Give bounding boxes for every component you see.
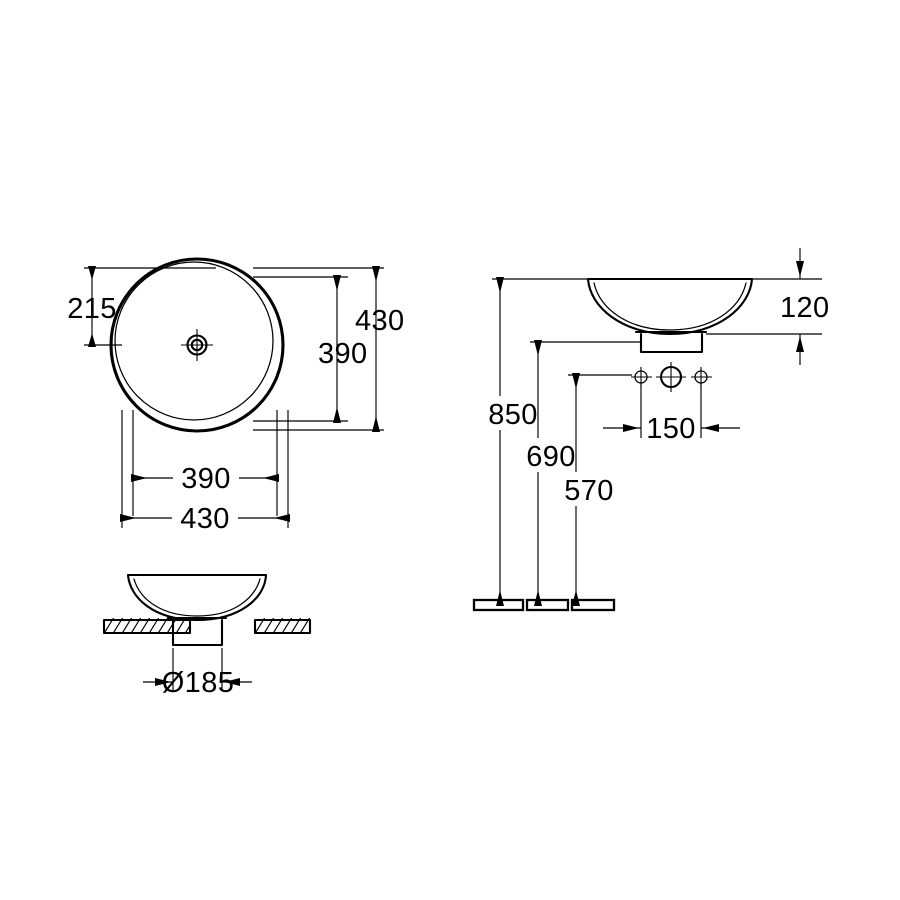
floor-bar-center <box>525 598 570 612</box>
tap-hole-center-circle <box>659 365 683 389</box>
dimension-850-group: 850 <box>478 277 596 606</box>
dimension-690-text-bg <box>516 438 586 472</box>
elevation-view-group: 120 850 <box>472 248 830 612</box>
plan-drain-symbol <box>181 329 213 361</box>
arrow-150-right <box>703 424 719 432</box>
arrow-430v-up <box>372 266 380 282</box>
dimension-850-label: 850 <box>488 399 538 431</box>
dimension-215-label: 215 <box>67 293 117 325</box>
arrow-690-down <box>534 590 542 606</box>
arrow-570-down <box>572 590 580 606</box>
elevation-bowl-outline <box>586 277 754 336</box>
arrow-390h-right <box>263 474 279 482</box>
plan-view-group: 215 430 390 <box>67 257 405 535</box>
dimension-430-horizontal-label: 430 <box>180 503 230 535</box>
arrow-850-down <box>496 590 504 606</box>
section-drain-boss-outline <box>171 618 224 647</box>
section-bowl-inner-line <box>133 578 261 617</box>
dimension-850-text-bg <box>478 396 548 430</box>
elevation-drain-boss-outline <box>639 332 704 354</box>
arrow-215-up <box>88 266 96 280</box>
dimension-690-label: 690 <box>526 441 576 473</box>
dimension-120-group: 120 <box>706 248 830 365</box>
dimension-430-horizontal-group: 430 <box>120 410 290 535</box>
arrow-690-up <box>534 340 542 356</box>
dimension-430h-text-bg <box>172 500 238 534</box>
dimension-570-label: 570 <box>564 475 614 507</box>
dimension-diameter-185-label: Ø185 <box>162 667 235 699</box>
arrow-215-down <box>88 333 96 347</box>
arrow-390v-down <box>333 407 341 423</box>
elevation-bowl-inner-line <box>593 282 747 331</box>
arrow-185-left <box>155 678 171 686</box>
arrow-150-left <box>623 424 639 432</box>
arrow-120-down <box>796 261 804 277</box>
dimension-390-vertical-label: 390 <box>318 338 368 370</box>
dimension-430-vertical-group: 430 <box>253 266 405 432</box>
dimension-390-vertical-group: 390 <box>253 275 368 423</box>
countertop-left-slab <box>102 618 192 635</box>
elevation-drain-boss <box>639 332 704 354</box>
arrow-430v-down <box>372 416 380 432</box>
arrow-390v-up <box>333 275 341 291</box>
arrow-430h-right <box>274 514 290 522</box>
dimension-690-group: 690 <box>516 340 641 606</box>
drain-outer-circle <box>186 334 208 356</box>
dimension-430-vertical-label: 430 <box>355 305 405 337</box>
countertop-right-hatch <box>255 618 310 634</box>
dimension-570-text-bg <box>554 472 624 506</box>
dimension-diameter-185-group: Ø185 <box>143 648 252 699</box>
arrow-850-up <box>496 277 504 293</box>
dimension-215-group: 215 <box>67 266 216 347</box>
dimension-150-group: 150 <box>603 383 740 445</box>
dimension-390h-text-bg <box>173 460 239 494</box>
floor-bar-right <box>570 598 616 612</box>
drain-inner-circle <box>190 338 204 352</box>
dimension-150-label: 150 <box>646 413 696 445</box>
section-bowl-outline <box>126 573 268 622</box>
arrow-120-up <box>796 336 804 352</box>
dimension-390-horizontal-label: 390 <box>181 463 231 495</box>
elevation-floor-bars <box>472 598 616 612</box>
arrow-390h-left <box>131 474 147 482</box>
elevation-tap-holes <box>631 362 712 392</box>
arrow-185-right <box>224 678 240 686</box>
countertop-right <box>253 618 312 635</box>
section-view-group: Ø185 <box>102 573 312 699</box>
arrow-570-up <box>572 373 580 389</box>
dimension-120-label: 120 <box>780 292 830 324</box>
dimension-570-group: 570 <box>554 373 632 606</box>
elevation-bowl-profile <box>586 277 754 336</box>
section-bowl-profile <box>126 573 268 622</box>
arrow-430h-left <box>120 514 136 522</box>
plan-inner-bowl-circle <box>114 261 274 421</box>
section-drain-boss <box>171 618 224 647</box>
tap-hole-center <box>656 362 686 392</box>
dimension-390-horizontal-group: 390 <box>131 410 279 516</box>
